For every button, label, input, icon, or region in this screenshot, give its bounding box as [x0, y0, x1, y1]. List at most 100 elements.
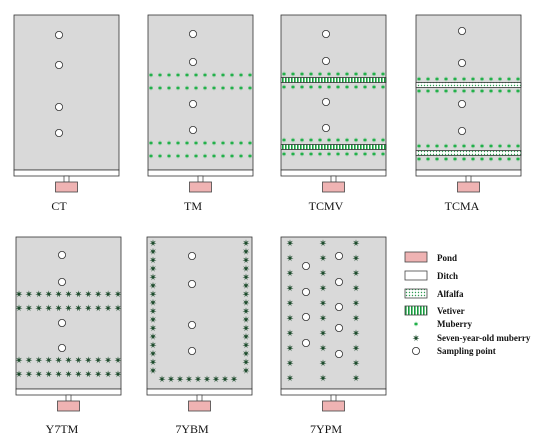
sampling-point [58, 250, 67, 259]
old-mulberry-symbol [149, 307, 157, 315]
old-mulberry-symbol [352, 359, 360, 367]
old-mulberry-symbol [286, 359, 294, 367]
old-mulberry-symbol [104, 290, 112, 298]
mulberry-symbol [461, 88, 467, 94]
sampling-point [321, 29, 330, 38]
old-mulberry-symbol [319, 374, 327, 382]
old-mulberry-symbol [167, 375, 175, 383]
sampling-point [55, 30, 64, 39]
old-mulberry-symbol [45, 370, 53, 378]
mulberry-symbol [229, 140, 235, 146]
old-mulberry-symbol [94, 370, 102, 378]
mulberry-symbol [211, 85, 217, 91]
mulberry-symbol [220, 140, 226, 146]
mulberry-symbol [238, 140, 244, 146]
old-mulberry-symbol [203, 375, 211, 383]
mulberry-symbol [290, 151, 296, 157]
mulberry-symbol [299, 71, 305, 77]
pond [55, 181, 78, 193]
sampling-point [321, 57, 330, 66]
mulberry-symbol [290, 84, 296, 90]
sampling-point [58, 277, 67, 286]
old-mulberry-symbol [319, 344, 327, 352]
old-mulberry-symbol [319, 269, 327, 277]
old-mulberry-symbol [149, 264, 157, 272]
mulberry-symbol [308, 71, 314, 77]
mulberry-symbol [515, 156, 521, 162]
old-mulberry-symbol [221, 375, 229, 383]
plot-y7tm [15, 236, 122, 412]
legend-pond-label: Pond [437, 253, 457, 263]
old-mulberry-symbol [149, 256, 157, 264]
mulberry-symbol [353, 151, 359, 157]
mulberry-symbol [380, 137, 386, 143]
pond [57, 400, 80, 412]
old-mulberry-symbol [352, 239, 360, 247]
mulberry-symbol [238, 153, 244, 159]
old-mulberry-symbol [242, 324, 250, 332]
legend-mulberry-label: Muberry [437, 319, 472, 329]
label-tm: TM [184, 199, 202, 213]
mulberry-symbol [247, 72, 253, 78]
plot-area [147, 14, 254, 171]
legend-ditch-swatch [404, 270, 428, 281]
mulberry-symbol [184, 85, 190, 91]
sampling-point [334, 302, 343, 311]
mulberry-symbol [290, 137, 296, 143]
sampling-point [334, 277, 343, 286]
old-mulberry-symbol [94, 304, 102, 312]
mulberry-symbol [434, 88, 440, 94]
old-mulberry-symbol [242, 273, 250, 281]
mulberry-symbol [281, 84, 287, 90]
old-mulberry-symbol [149, 324, 157, 332]
outlet-pipe [465, 175, 472, 183]
mulberry-symbol [362, 151, 368, 157]
old-mulberry-symbol [242, 290, 250, 298]
label-7ypm: 7YPM [310, 422, 342, 436]
mulberry-symbol [497, 88, 503, 94]
old-mulberry-symbol [286, 374, 294, 382]
plot-7ypm [280, 236, 387, 412]
old-mulberry-symbol [45, 304, 53, 312]
old-mulberry-symbol [319, 359, 327, 367]
old-mulberry-symbol [114, 290, 122, 298]
old-mulberry-symbol [319, 314, 327, 322]
old-mulberry-symbol [286, 284, 294, 292]
label-y7tm: Y7TM [46, 422, 79, 436]
mulberry-symbol [353, 84, 359, 90]
mulberry-symbol [443, 88, 449, 94]
mulberry-symbol [220, 85, 226, 91]
old-mulberry-symbol [149, 290, 157, 298]
mulberry-symbol [425, 143, 431, 149]
pond [188, 400, 211, 412]
old-mulberry-symbol [25, 304, 33, 312]
old-mulberry-symbol [74, 304, 82, 312]
mulberry-symbol [443, 156, 449, 162]
old-mulberry-symbol [242, 256, 250, 264]
sampling-point [334, 251, 343, 260]
plot-ct [13, 14, 120, 193]
mulberry-symbol [434, 76, 440, 82]
old-mulberry-symbol [194, 375, 202, 383]
old-mulberry-symbol [25, 290, 33, 298]
mulberry-symbol [380, 151, 386, 157]
mulberry-symbol [371, 71, 377, 77]
sampling-point [334, 349, 343, 358]
old-mulberry-symbol [114, 304, 122, 312]
mulberry-symbol [461, 76, 467, 82]
mulberry-symbol [317, 71, 323, 77]
sampling-point [187, 346, 196, 355]
old-mulberry-symbol [35, 290, 43, 298]
old-mulberry-symbol [352, 344, 360, 352]
mulberry-symbol [290, 71, 296, 77]
sampling-point [188, 100, 197, 109]
old-mulberry-symbol [242, 366, 250, 374]
mulberry-symbol [281, 151, 287, 157]
pond [322, 181, 345, 193]
plot-tm [147, 14, 254, 193]
old-mulberry-symbol [149, 239, 157, 247]
mulberry-symbol [184, 140, 190, 146]
label-tcmv: TCMV [309, 199, 344, 213]
old-mulberry-symbol [242, 307, 250, 315]
